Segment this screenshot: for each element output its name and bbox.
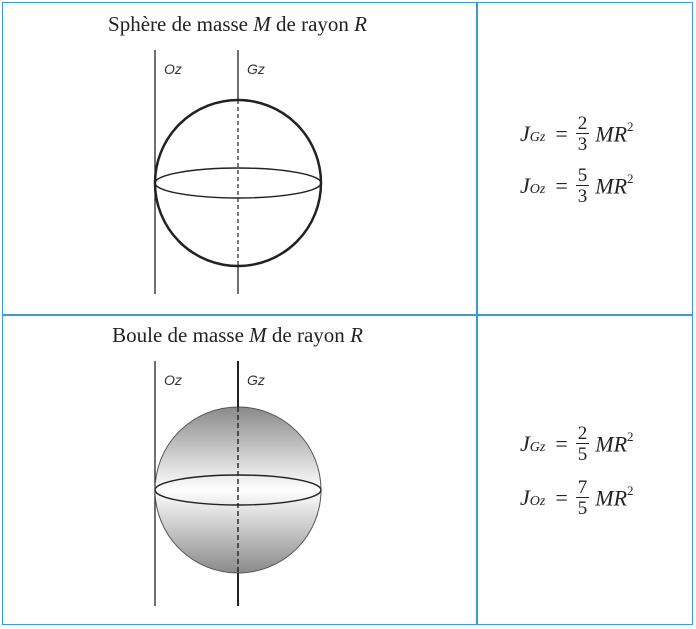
column-divider (476, 3, 478, 624)
oz-label: Oz (164, 61, 182, 77)
solid-ball-figure: Oz Gz (154, 361, 322, 606)
hollow-sphere-figure: Oz Gz (153, 50, 323, 294)
caption-mass-symbol: M (253, 12, 271, 36)
ball-caption: Boule de masse M de rayon R (0, 323, 475, 348)
caption-text: Sphère de masse (108, 12, 254, 36)
caption-text: de rayon (270, 12, 355, 36)
row-divider (3, 314, 692, 316)
caption-radius-symbol: R (354, 12, 367, 36)
equator-ellipse (154, 167, 322, 199)
gz-label: Gz (247, 372, 265, 388)
gz-label: Gz (247, 61, 265, 77)
sphere-caption: Sphère de masse M de rayon R (0, 12, 475, 37)
caption-text: Boule de masse (112, 323, 250, 347)
caption-radius-symbol: R (350, 323, 363, 347)
caption-mass-symbol: M (249, 323, 267, 347)
caption-text: de rayon (266, 323, 351, 347)
oz-label: Oz (164, 372, 182, 388)
